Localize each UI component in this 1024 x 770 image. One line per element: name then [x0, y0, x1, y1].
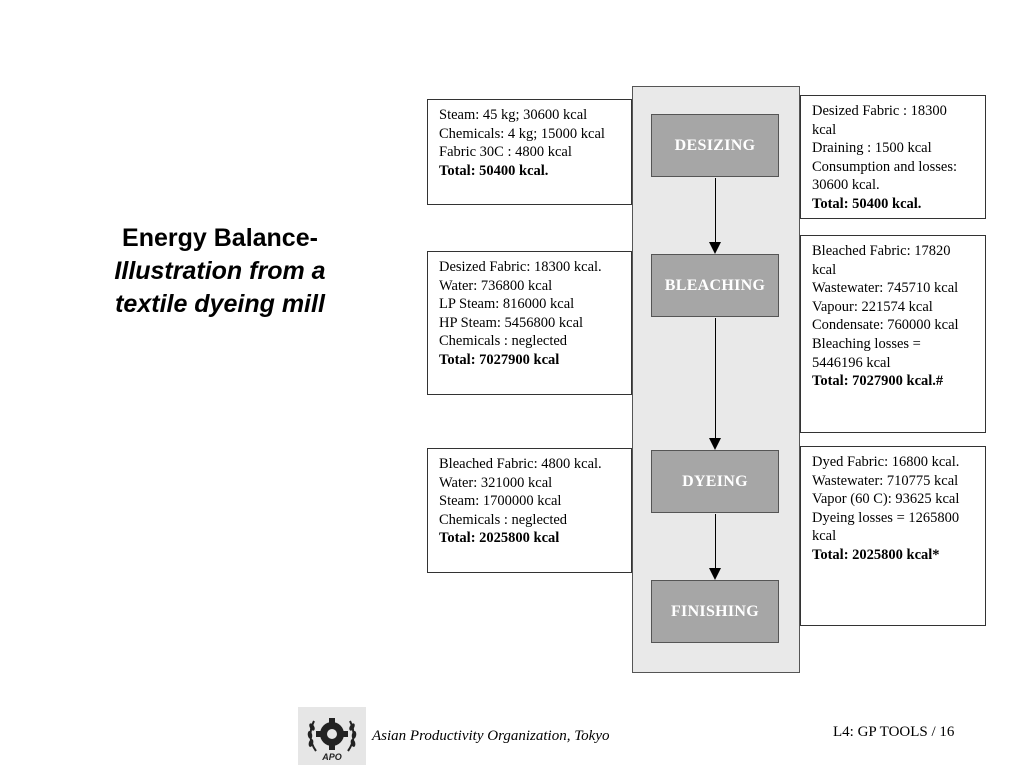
- logo-text: APO: [321, 752, 342, 762]
- input-box-desizing: Steam: 45 kg; 30600 kcal Chemicals: 4 kg…: [427, 99, 632, 205]
- arrow-connector: [715, 514, 716, 568]
- step-dyeing: DYEING: [651, 450, 779, 513]
- output-box-dyeing: Dyed Fabric: 16800 kcal. Wastewater: 710…: [800, 446, 986, 626]
- box-line: Condensate: 760000 kcal: [812, 317, 959, 334]
- arrow-head: [709, 242, 721, 254]
- output-box-desizing: Desized Fabric : 18300 kcal Draining : 1…: [800, 95, 986, 219]
- box-line: Draining : 1500 kcal: [812, 140, 932, 157]
- box-total: Total: 7027900 kcal: [439, 351, 560, 368]
- box-total: Total: 2025800 kcal*: [812, 546, 940, 563]
- box-line: Water: 736800 kcal: [439, 277, 553, 294]
- box-line: Water: 321000 kcal: [439, 474, 553, 491]
- slide-title: Energy Balance- Illustration from a text…: [80, 222, 360, 321]
- box-line: Dyeing losses = 1265800 kcal: [812, 509, 960, 545]
- box-total: Total: 7027900 kcal.#: [812, 373, 944, 390]
- input-box-bleaching: Desized Fabric: 18300 kcal. Water: 73680…: [427, 251, 632, 395]
- box-total: Total: 50400 kcal.: [439, 162, 549, 179]
- box-line: Chemicals: 4 kg; 15000 kcal: [439, 125, 605, 142]
- box-line: Bleached Fabric: 4800 kcal.: [439, 456, 602, 472]
- box-line: Consumption and losses: 30600 kcal.: [812, 158, 958, 194]
- footer-page-number: L4: GP TOOLS / 16: [833, 724, 955, 740]
- title-line-1: Energy Balance-: [122, 224, 318, 252]
- output-box-bleaching: Bleached Fabric: 17820 kcal Wastewater: …: [800, 235, 986, 433]
- box-line: Wastewater: 710775 kcal: [812, 472, 959, 489]
- step-desizing: DESIZING: [651, 114, 779, 177]
- footer-organization: Asian Productivity Organization, Tokyo: [372, 728, 610, 744]
- step-bleaching: BLEACHING: [651, 254, 779, 317]
- box-line: Steam: 45 kg; 30600 kcal: [439, 107, 588, 123]
- box-total: Total: 50400 kcal.: [812, 195, 922, 212]
- box-line: Chemicals : neglected: [439, 333, 568, 350]
- box-line: Desized Fabric: 18300 kcal.: [439, 259, 602, 275]
- box-line: Fabric 30C : 4800 kcal: [439, 144, 572, 161]
- box-line: Steam: 1700000 kcal: [439, 493, 562, 510]
- box-line: Chemicals : neglected: [439, 511, 568, 528]
- apo-logo: APO: [298, 707, 366, 765]
- box-line: LP Steam: 816000 kcal: [439, 296, 575, 313]
- arrow-connector: [715, 318, 716, 438]
- title-line-2: Illustration from a textile dyeing mill: [114, 257, 326, 318]
- box-line: Desized Fabric : 18300 kcal: [812, 103, 947, 138]
- box-line: Wastewater: 745710 kcal: [812, 280, 959, 297]
- apo-logo-icon: APO: [307, 718, 357, 762]
- arrow-head: [709, 438, 721, 450]
- box-line: Vapor (60 C): 93625 kcal: [812, 491, 960, 508]
- step-finishing: FINISHING: [651, 580, 779, 643]
- arrow-head: [709, 568, 721, 580]
- box-line: Vapour: 221574 kcal: [812, 298, 933, 315]
- box-total: Total: 2025800 kcal: [439, 530, 560, 547]
- box-line: Bleached Fabric: 17820 kcal: [812, 243, 951, 278]
- input-box-dyeing: Bleached Fabric: 4800 kcal. Water: 32100…: [427, 448, 632, 573]
- arrow-connector: [715, 178, 716, 242]
- box-line: Dyed Fabric: 16800 kcal.: [812, 454, 960, 470]
- box-line: Bleaching losses = 5446196 kcal: [812, 335, 921, 371]
- box-line: HP Steam: 5456800 kcal: [439, 314, 584, 331]
